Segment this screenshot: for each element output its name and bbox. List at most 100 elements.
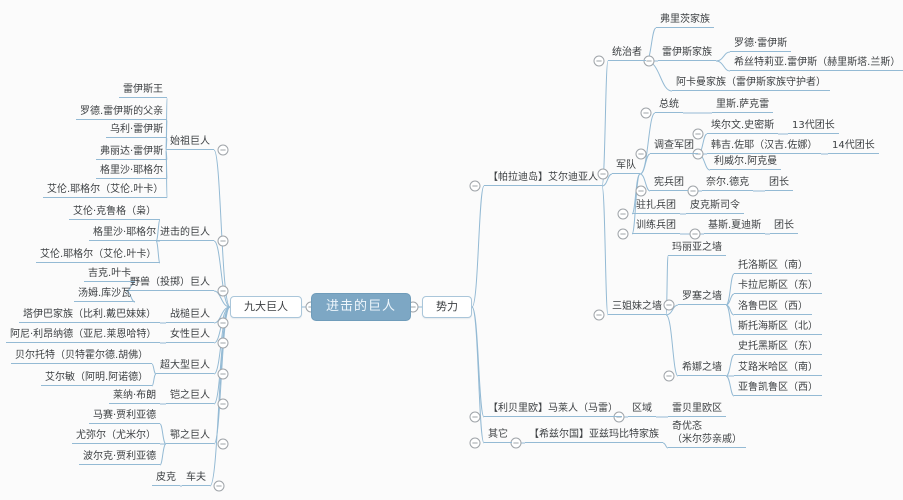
collapse-minus-icon-nile[interactable] — [687, 185, 699, 197]
collapse-minus-icon-paradis[interactable] — [469, 180, 481, 192]
node-pixis[interactable]: 皮克斯司令 — [686, 199, 744, 214]
node-jaw[interactable]: 鄂之巨人 — [166, 429, 214, 444]
node-pieck[interactable]: 皮克 — [152, 471, 180, 486]
collapse-minus-icon-attack[interactable] — [217, 235, 229, 247]
node-uri[interactable]: 乌利·雷伊斯 — [106, 123, 168, 138]
node-krolva[interactable]: 洛鲁巴区（西） — [734, 300, 812, 315]
node-trost[interactable]: 托洛斯区（南） — [734, 259, 812, 274]
collapse-minus-icon-hizuru[interactable] — [510, 437, 522, 449]
collapse-minus-icon-survey[interactable] — [635, 148, 647, 160]
collapse-minus-icon-jaw[interactable] — [217, 438, 229, 450]
collapse-minus-icon-founding[interactable] — [217, 144, 229, 156]
node-beast[interactable]: 野兽（投掷）巨人 — [126, 276, 214, 291]
node-nile[interactable]: 奈尔.德克 — [702, 176, 754, 191]
node-c13[interactable]: 13代团长 — [788, 119, 839, 134]
collapse-minus-icon-cart[interactable] — [213, 480, 225, 492]
node-founding[interactable]: 始祖巨人 — [166, 135, 214, 150]
collapse-minus-icon-garrison[interactable] — [617, 208, 629, 220]
node-survey[interactable]: 调查军团 — [650, 139, 698, 154]
node-rose[interactable]: 罗塞之墙 — [678, 290, 726, 305]
node-mp[interactable]: 宪兵团 — [650, 176, 688, 191]
node-reberio[interactable]: 雷贝里欧区 — [668, 402, 726, 417]
collapse-minus-icon-liberio[interactable] — [469, 411, 481, 423]
node-ackerman[interactable]: 阿卡曼家族（雷伊斯家族守护者） — [672, 76, 830, 91]
node-rod[interactable]: 罗德·雷伊斯 — [730, 37, 792, 52]
node-other[interactable]: 其它 — [484, 428, 512, 443]
node-bertolt[interactable]: 贝尔托特（贝特霍尔德.胡佛） — [11, 349, 153, 364]
node-zackly[interactable]: 里斯.萨克雷 — [712, 98, 774, 113]
node-armored[interactable]: 铠之巨人 — [166, 389, 214, 404]
node-hange[interactable]: 韩吉.佐耶（汉吉.佐娜） — [707, 139, 822, 154]
node-frieda[interactable]: 弗丽达·雷伊斯 — [96, 145, 168, 160]
node-president[interactable]: 总统 — [655, 98, 683, 113]
collapse-minus-icon-sina[interactable] — [663, 370, 675, 382]
collapse-minus-icon-female[interactable] — [217, 337, 229, 349]
node-nine[interactable]: 九大巨人 — [230, 296, 302, 318]
collapse-minus-icon-rose[interactable] — [663, 299, 675, 311]
node-grisha2[interactable]: 格里沙·耶格尔 — [89, 226, 161, 241]
node-eren1[interactable]: 艾伦.耶格尔（艾伦.叶卡） — [43, 183, 168, 198]
node-female[interactable]: 女性巨人 — [166, 328, 214, 343]
collapse-minus-icon-rulers[interactable] — [593, 55, 605, 67]
node-sina[interactable]: 希娜之墙 — [678, 361, 726, 376]
node-tz2[interactable]: 团长 — [770, 219, 798, 234]
node-yarukeru[interactable]: 亚鲁凯鲁区（西） — [734, 381, 822, 396]
node-attack[interactable]: 进击的巨人 — [156, 226, 214, 241]
collapse-minus-icon-reiss-family[interactable] — [643, 55, 655, 67]
node-cart[interactable]: 车夫 — [182, 471, 210, 486]
node-stohess-e[interactable]: 史托黑斯区（东） — [734, 340, 822, 355]
node-rulers[interactable]: 统治者 — [608, 46, 646, 61]
node-elmiha[interactable]: 艾路米哈区（南） — [734, 361, 822, 376]
node-armin[interactable]: 艾尔敏（阿明.阿诺德） — [41, 371, 153, 386]
collapse-minus-icon-keith[interactable] — [689, 228, 701, 240]
collapse-minus-icon-mp[interactable] — [635, 185, 647, 197]
node-grisha1[interactable]: 格里沙·耶格尔 — [96, 164, 168, 179]
node-annie[interactable]: 阿尼·利昂纳德（亚尼.莱恩哈特） — [6, 328, 161, 343]
collapse-minus-icon-quyu[interactable] — [613, 411, 625, 423]
node-tom[interactable]: 汤姆.库沙瓦 — [74, 287, 136, 302]
node-c14[interactable]: 14代团长 — [828, 139, 879, 154]
collapse-minus-icon-other[interactable] — [469, 437, 481, 449]
collapse-minus-icon-colossal[interactable] — [217, 368, 229, 380]
node-reiss-king[interactable]: 雷伊斯王 — [119, 83, 167, 98]
node-root[interactable]: 进击的巨人 — [311, 293, 412, 321]
node-walls[interactable]: 三姐妹之墙 — [608, 300, 666, 315]
node-porco[interactable]: 波尔克·贾利亚德 — [79, 450, 161, 465]
node-historia[interactable]: 希丝特莉亚.雷伊斯（赫里斯塔.兰斯） — [730, 56, 903, 71]
node-maria[interactable]: 玛丽亚之墙 — [668, 241, 726, 256]
collapse-minus-icon-walls[interactable] — [593, 309, 605, 321]
node-training[interactable]: 训练兵团 — [632, 219, 680, 234]
node-ymir[interactable]: 尤弥尔（尤米尔） — [72, 429, 160, 444]
node-hizuru[interactable]: 【希兹尔国】亚兹玛比特家族 — [525, 428, 663, 443]
node-colossal[interactable]: 超大型巨人 — [156, 359, 214, 374]
node-quyu[interactable]: 区域 — [628, 402, 656, 417]
collapse-minus-icon-beast[interactable] — [217, 285, 229, 297]
node-liberio[interactable]: 【利贝里欧】马莱人（马雷） — [484, 402, 622, 417]
node-erwin[interactable]: 埃尔文.史密斯 — [707, 119, 779, 134]
node-kruger[interactable]: 艾伦·克鲁格（枭） — [69, 205, 161, 220]
node-karanes[interactable]: 卡拉尼斯区（东） — [734, 279, 822, 294]
node-shili[interactable]: 势力 — [422, 296, 472, 318]
node-fritz[interactable]: 弗里茨家族 — [656, 13, 714, 28]
node-zeke[interactable]: 吉克.叶卡 — [84, 267, 136, 282]
node-paradis[interactable]: 【帕拉迪岛】艾尔迪亚人 — [484, 171, 602, 186]
node-tz1[interactable]: 团长 — [765, 176, 793, 191]
node-marcel[interactable]: 马赛·贾利亚德 — [89, 409, 161, 424]
node-levi[interactable]: 利威尔.阿克曼 — [710, 155, 782, 170]
node-reiner[interactable]: 莱纳·布朗 — [109, 389, 161, 404]
node-stohess-n[interactable]: 斯托海斯区（北） — [734, 320, 822, 335]
node-keith[interactable]: 基斯.夏迪斯 — [704, 219, 766, 234]
collapse-minus-icon-erwin[interactable] — [692, 128, 704, 140]
node-warhammer[interactable]: 战槌巨人 — [166, 308, 214, 323]
collapse-minus-icon-president[interactable] — [640, 107, 652, 119]
collapse-minus-icon-hange[interactable] — [692, 148, 704, 160]
collapse-minus-icon-training[interactable] — [617, 228, 629, 240]
node-rod-father[interactable]: 罗德.雷伊斯的父亲 — [76, 105, 168, 120]
node-army[interactable]: 军队 — [612, 159, 640, 174]
node-garrison[interactable]: 驻扎兵团 — [632, 199, 680, 214]
node-kiyomi[interactable]: 奇优忞（米尔莎亲戚） — [668, 420, 746, 448]
node-reiss-family[interactable]: 雷伊斯家族 — [658, 46, 716, 61]
node-eren2[interactable]: 艾伦.耶格尔（艾伦.叶卡） — [36, 248, 161, 263]
collapse-minus-icon-armored[interactable] — [217, 398, 229, 410]
collapse-minus-icon-warhammer[interactable] — [217, 317, 229, 329]
